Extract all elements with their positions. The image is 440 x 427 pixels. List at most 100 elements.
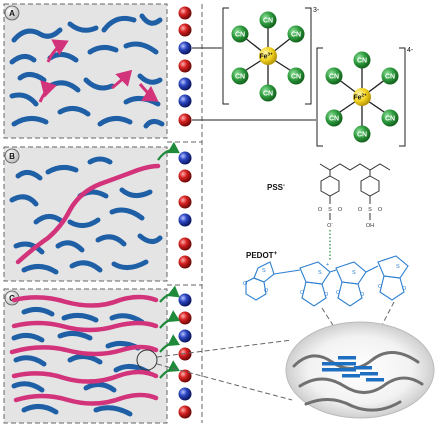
panel-a-background [3,3,168,139]
polymer-chain [57,330,93,341]
polymer-chain [101,15,137,33]
polymer-chain [83,382,117,393]
panel-b: B [3,146,168,282]
green-ligand-circle [353,51,371,69]
red-ion-sphere [178,23,192,37]
ferricyanide-charge: 3- [313,7,320,14]
polymer-chain [119,187,153,198]
pss-benzene-ring [320,175,340,197]
bracket-left [316,47,323,147]
ligand-label: CN [291,32,301,39]
panel-c-pink-chains [9,294,159,406]
red-ion-sphere [178,169,192,183]
panel-b-label: B [9,152,15,161]
red-ion-sphere [178,255,192,269]
pedot-label: PEDOT+ [246,251,278,260]
magnifier-guide-line [156,339,293,358]
polymer-chain [67,21,99,33]
pink-hop-arrow [46,39,69,63]
polymer-chain [15,170,43,181]
red-ion-sphere [178,347,192,361]
bracket-right [399,47,406,147]
green-ligand-circle [381,67,399,85]
yellow-iron-circle [353,88,371,106]
green-ligand-circle [287,67,305,85]
ligand-label: CN [357,132,367,139]
pss-o-minus: O- [327,221,333,229]
svg-text:S: S [328,207,332,213]
red-ion-sphere [178,237,192,251]
conducting-pathway-chain [9,344,159,357]
inset-polymer-chain [304,398,402,412]
polymer-chain [13,355,47,367]
polymer-chain [95,234,127,247]
magnifier-guide-line [156,363,293,401]
svg-text:O: O [360,292,365,298]
ligand-label: CN [291,74,301,81]
polymer-chain [123,96,161,107]
blue-ion-sphere [178,94,192,108]
ligand-label: CN [385,74,395,81]
green-transfer-arrow [159,310,180,329]
panel-c-label: C [9,294,15,303]
ion-column [157,6,192,419]
red-ion-sphere [178,6,192,20]
blue-ion-sphere [178,293,192,307]
svg-text:O: O [264,288,269,294]
ion-column-c [178,293,192,419]
polymer-chain [33,214,63,225]
conducting-pathway-chain [11,294,159,308]
pss-benzene-ring [360,175,380,197]
polymer-chain [11,116,49,127]
polymer-chain [11,381,45,393]
polymer-chain [67,217,101,228]
polymer-chain [123,41,159,55]
polymer-chain [93,405,133,417]
polymer-chain [13,241,45,255]
blue-ion-sphere [178,41,192,55]
svg-text:O: O [358,207,363,213]
polymer-chain [55,240,85,253]
magnifier-inset [285,321,435,419]
ligand-label: CN [329,74,339,81]
svg-text:O: O [243,281,248,287]
polymer-chain [45,164,79,175]
red-ion-sphere [178,405,192,419]
ion-column-b [178,151,192,269]
polymer-chain [61,312,99,323]
panel-a-chains [9,13,165,129]
pss-structure: PSS- S S O O O O O- OH [267,163,391,260]
polymer-chain [9,92,39,107]
ferrocyanide-complex: 4- CN CN CN CN CN CN Fe2+ [192,47,414,147]
blue-ion-sphere [178,151,192,165]
ligand-label: CN [235,74,245,81]
ligand-label: CN [385,116,395,123]
conducting-pathway-chain [11,320,159,333]
polymer-chain [69,260,103,273]
svg-text:O: O [378,207,383,213]
green-transfer-arrow [159,285,180,303]
conducting-pathway-chain [11,369,159,384]
pedot-plus: + [326,262,329,268]
pss-label: PSS- [267,183,285,192]
polymer-chain [57,106,91,117]
magnifier-source-circle [136,349,158,371]
polymer-chain [87,44,119,55]
green-ligand-circle [259,11,277,29]
pss-oh: OH [366,223,374,229]
red-ion-sphere [178,195,192,209]
red-ion-sphere [178,113,192,127]
pink-hop-arrow [38,80,57,103]
bracket-left [222,7,229,105]
ligand-label: CN [263,91,273,98]
panel-a-label-badge [4,5,20,21]
ligand-label: CN [357,58,367,65]
pink-hop-arrow [111,69,133,90]
polymer-chain [137,233,163,244]
svg-text:S: S [318,270,322,276]
green-ligand-circle [231,67,249,85]
green-ligand-circle [381,109,399,127]
svg-text:S: S [368,207,372,213]
pss-backbone [319,163,391,171]
